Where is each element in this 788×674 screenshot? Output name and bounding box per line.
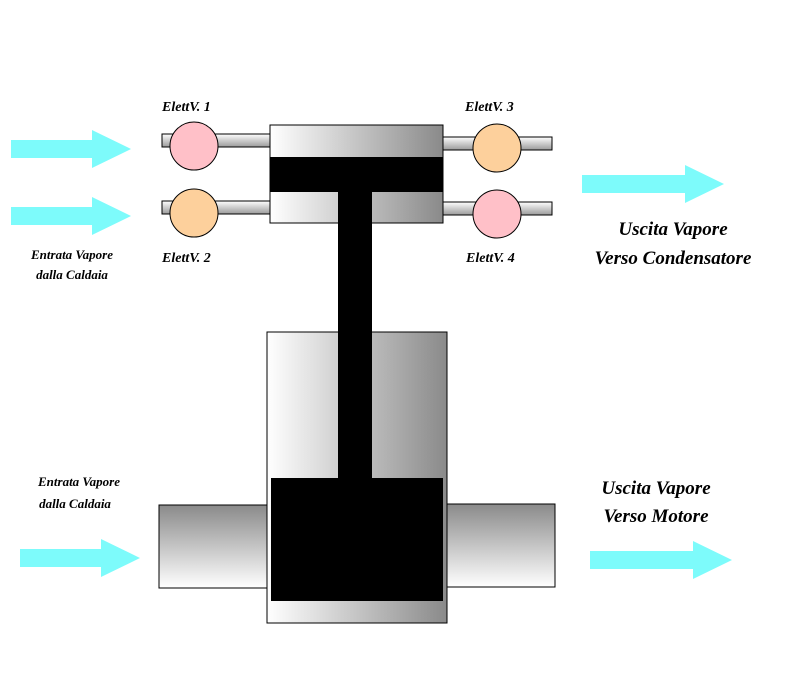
outlet-motor-line2: Verso Motore — [603, 506, 709, 527]
outlet-arrow-motor — [590, 541, 732, 579]
valve-3-circle[interactable] — [472, 123, 522, 173]
inlet-upper-line2: dalla Caldaia — [36, 267, 108, 282]
outlet-motor-line1: Uscita Vapore — [601, 478, 711, 499]
inlet-lower-line1: Entrata Vapore — [37, 474, 120, 489]
valve-1-circle[interactable] — [169, 121, 219, 171]
outlet-arrow-condenser — [582, 165, 724, 203]
inlet-arrow-upper-2 — [11, 197, 131, 235]
main-piston — [271, 478, 443, 601]
valve-2-circle[interactable] — [169, 188, 219, 238]
valve-3-label: ElettV. 3 — [464, 100, 514, 115]
outlet-condenser-line2: Verso Condensatore — [595, 248, 752, 269]
side-pipe-left — [158, 504, 271, 589]
inlet-upper-line1: Entrata Vapore — [30, 247, 113, 262]
side-pipe-right — [442, 503, 556, 588]
valve-4-circle[interactable] — [472, 189, 522, 239]
valve-1-label: ElettV. 1 — [161, 100, 211, 115]
valve-spool-head — [270, 157, 443, 192]
inlet-arrow-upper-1 — [11, 130, 131, 168]
inlet-arrow-lower — [20, 539, 140, 577]
inlet-lower-line2: dalla Caldaia — [39, 496, 111, 511]
valve-4-label: ElettV. 4 — [465, 251, 515, 266]
valve-2-label: ElettV. 2 — [161, 251, 211, 266]
piston-rod — [338, 190, 372, 480]
outlet-condenser-line1: Uscita Vapore — [618, 219, 728, 240]
